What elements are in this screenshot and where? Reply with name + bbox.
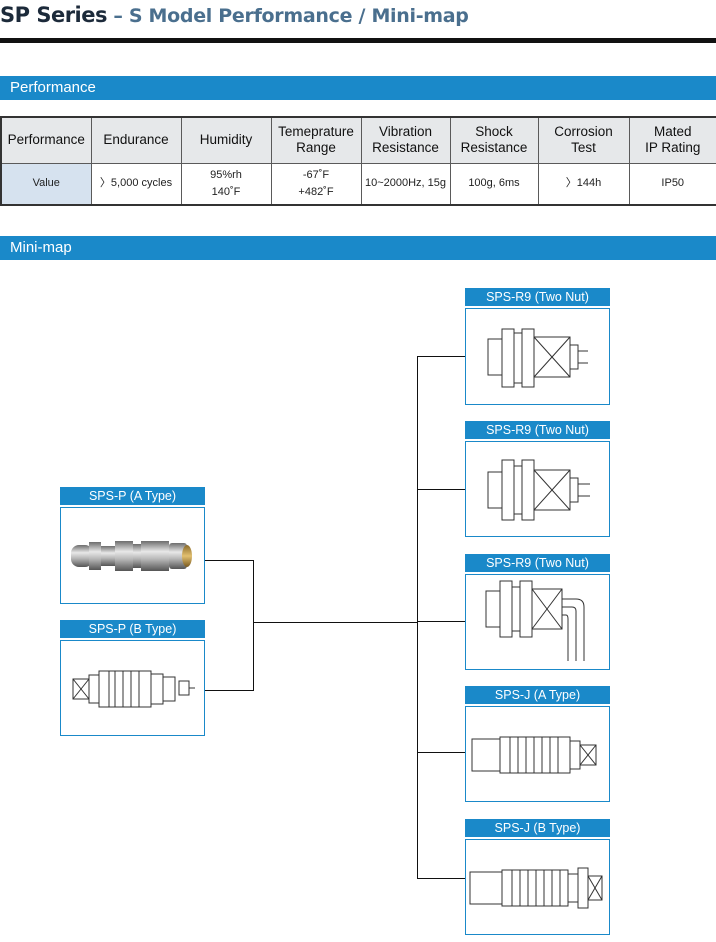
- plug-photo-icon[interactable]: [60, 507, 205, 604]
- table-row: Value 〉5,000 cycles 95%rh 140˚F -67˚F +4…: [0, 162, 716, 206]
- connector-line: [253, 560, 254, 691]
- connector-line: [204, 690, 254, 691]
- cell-endurance: 〉5,000 cycles: [90, 162, 182, 206]
- section-bar-minimap: Mini-map: [0, 236, 716, 260]
- cell-temperature: -67˚F +482˚F: [270, 162, 362, 206]
- cell-temperature-line1: -67˚F: [302, 168, 330, 181]
- page-title: SP Series – S Model Performance / Mini-m…: [0, 3, 469, 33]
- connector-line: [417, 621, 465, 622]
- jack-a-type-icon[interactable]: [465, 706, 610, 802]
- cell-temperature-line2: +482˚F: [298, 185, 334, 198]
- label-sps-j-a: SPS-J (A Type): [465, 686, 610, 704]
- header-temperature: Temeprature Range: [270, 116, 362, 164]
- plug-drawing-icon[interactable]: [60, 640, 205, 736]
- cell-humidity-line1: 95%rh: [210, 168, 242, 181]
- connector-line: [417, 878, 465, 879]
- cell-ip: IP50: [628, 162, 716, 206]
- label-sps-j-b: SPS-J (B Type): [465, 819, 610, 837]
- connector-line: [417, 356, 465, 357]
- title-sub: – S Model Performance / Mini-map: [107, 5, 469, 27]
- header-performance: Performance: [0, 116, 92, 164]
- header-humidity: Humidity: [180, 116, 272, 164]
- label-sps-p-a: SPS-P (A Type): [60, 487, 205, 505]
- label-sps-p-b: SPS-P (B Type): [60, 620, 205, 638]
- label-sps-r9-2: SPS-R9 (Two Nut): [465, 421, 610, 439]
- title-rule: [0, 38, 716, 43]
- connector-line: [253, 622, 418, 623]
- jack-b-type-icon[interactable]: [465, 839, 610, 935]
- receptacle-two-nut-elbow-icon[interactable]: [465, 574, 610, 670]
- connector-line: [204, 560, 254, 561]
- cell-humidity: 95%rh 140˚F: [180, 162, 272, 206]
- connector-line: [417, 489, 465, 490]
- label-sps-r9-3: SPS-R9 (Two Nut): [465, 554, 610, 572]
- connector-line: [417, 356, 418, 879]
- cell-value-label: Value: [0, 162, 92, 206]
- header-ip-rating: Mated IP Rating: [628, 116, 716, 164]
- title-main: SP Series: [0, 3, 108, 27]
- cell-vibration: 10~2000Hz, 15g: [360, 162, 451, 206]
- section-bar-performance: Performance: [0, 76, 716, 100]
- receptacle-two-nut-icon[interactable]: [465, 308, 610, 405]
- header-endurance: Endurance: [90, 116, 182, 164]
- performance-table: Performance Endurance Humidity Temepratu…: [0, 116, 716, 206]
- header-vibration: Vibration Resistance: [360, 116, 451, 164]
- connector-line: [417, 752, 465, 753]
- label-sps-r9-1: SPS-R9 (Two Nut): [465, 288, 610, 306]
- cell-humidity-line2: 140˚F: [211, 185, 241, 198]
- receptacle-two-nut-pcb-icon[interactable]: [465, 441, 610, 537]
- cell-shock: 100g, 6ms: [449, 162, 539, 206]
- table-header-row: Performance Endurance Humidity Temepratu…: [0, 116, 716, 164]
- header-corrosion: Corrosion Test: [537, 116, 630, 164]
- header-shock: Shock Resistance: [449, 116, 539, 164]
- cell-corrosion: 〉144h: [537, 162, 630, 206]
